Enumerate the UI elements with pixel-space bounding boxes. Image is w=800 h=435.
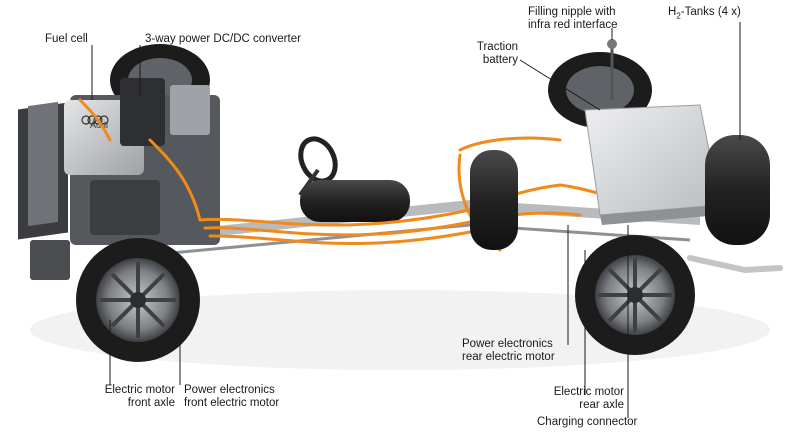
- brand-logo-text: Audi: [90, 120, 108, 130]
- label-dcdc-converter: 3-way power DC/DC converter: [145, 33, 301, 45]
- leader-traction-battery: [519, 59, 601, 111]
- label-em-front-axle: Electric motor front axle: [104, 384, 175, 409]
- tunnel-hydrogen-tank: [300, 180, 410, 222]
- label-traction-battery: Traction battery: [476, 41, 518, 66]
- label-filling-nipple: Filling nipple with infra red interface: [528, 6, 618, 31]
- label-fuel-cell: Fuel cell: [45, 33, 88, 45]
- dcdc-converter-block: [120, 78, 165, 146]
- exhaust-pipe: [687, 255, 783, 274]
- filling-nipple: [607, 39, 617, 100]
- label-charging-connector: Charging connector: [537, 416, 638, 428]
- label-pe-front-motor: Power electronics front electric motor: [184, 384, 280, 409]
- traction-battery: [584, 104, 721, 225]
- label-em-rear-axle: Electric motor rear axle: [553, 386, 624, 411]
- rear-hydrogen-tanks: [470, 135, 770, 250]
- front-right-wheel: [76, 238, 200, 362]
- label-h2-tanks: H2-Tanks (4 x): [668, 6, 741, 21]
- label-pe-rear-motor: Power electronics rear electric motor: [462, 338, 555, 363]
- leader-lines: [91, 22, 741, 418]
- rear-right-wheel: [575, 235, 695, 355]
